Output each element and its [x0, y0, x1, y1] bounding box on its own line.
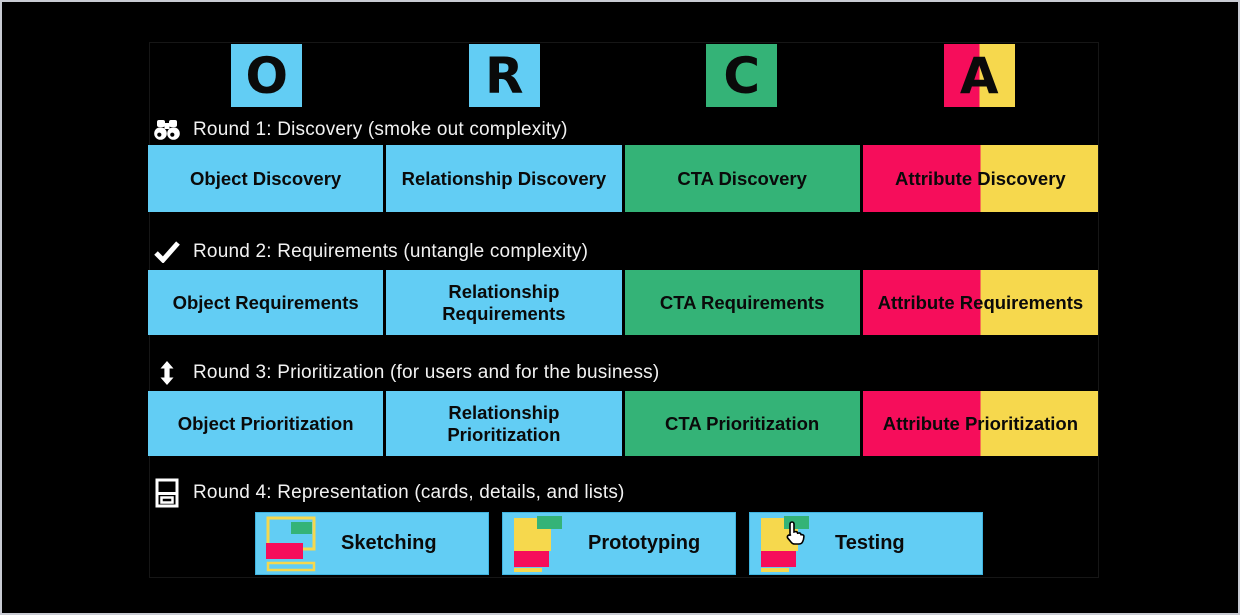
letter-o-box: O: [231, 44, 303, 107]
letter-a: A: [959, 46, 999, 105]
updown-arrow-icon: [152, 361, 182, 385]
activity-label: Testing: [835, 532, 905, 554]
round-1-cells: Object Discovery Relationship Discovery …: [148, 145, 1098, 212]
letter-c: C: [723, 46, 761, 105]
cell-attribute-prioritization: Attribute Prioritization: [862, 391, 1098, 456]
round-3-heading: Round 3: Prioritization (for users and f…: [152, 359, 659, 387]
activity-prototyping: Prototyping: [502, 512, 736, 575]
round-2-title: Round 2: Requirements (untangle complexi…: [193, 241, 589, 262]
cell-object-prioritization: Object Prioritization: [148, 391, 384, 456]
orca-letters-row: O R C A: [148, 44, 1098, 107]
activity-label: Sketching: [341, 532, 437, 554]
cell-attribute-discovery: Attribute Discovery: [862, 145, 1098, 212]
cell-cta-discovery: CTA Discovery: [624, 145, 860, 212]
sketch-wireframe-icon: [266, 516, 316, 572]
cell-relationship-requirements: Relationship Requirements: [386, 270, 622, 335]
check-icon: [152, 241, 182, 263]
cell-relationship-prioritization: Relationship Prioritization: [386, 391, 622, 456]
activity-testing: Testing: [749, 512, 983, 575]
cell-object-requirements: Object Requirements: [148, 270, 384, 335]
round-4-heading: Round 4: Representation (cards, details,…: [152, 478, 625, 508]
round-1-heading: Round 1: Discovery (smoke out complexity…: [152, 116, 568, 144]
hand-pointer-cursor: [786, 521, 805, 545]
cell-attribute-requirements: Attribute Requirements: [862, 270, 1098, 335]
round-3-cells: Object Prioritization Relationship Prior…: [148, 391, 1098, 456]
letter-o: O: [245, 46, 288, 105]
letter-r: R: [484, 46, 524, 105]
cell-relationship-discovery: Relationship Discovery: [386, 145, 622, 212]
cell-object-discovery: Object Discovery: [148, 145, 384, 212]
binoculars-icon: [152, 119, 182, 141]
round-4-title: Round 4: Representation (cards, details,…: [193, 482, 625, 503]
cell-cta-requirements: CTA Requirements: [624, 270, 860, 335]
card-icon: [152, 478, 182, 508]
activity-sketching: Sketching: [255, 512, 489, 575]
testing-cursor-icon: [761, 516, 809, 572]
letter-a-box: A: [943, 44, 1015, 107]
round-2-cells: Object Requirements Relationship Require…: [148, 270, 1098, 335]
prototype-blocks-icon: [514, 516, 562, 572]
letter-r-box: R: [468, 44, 540, 107]
cell-cta-prioritization: CTA Prioritization: [624, 391, 860, 456]
letter-c-box: C: [706, 44, 778, 107]
round-3-title: Round 3: Prioritization (for users and f…: [193, 362, 660, 383]
round-4-activities: Sketching Prototyping Testing: [255, 512, 983, 575]
activity-label: Prototyping: [588, 532, 701, 554]
round-2-heading: Round 2: Requirements (untangle complexi…: [152, 238, 588, 266]
round-1-title: Round 1: Discovery (smoke out complexity…: [193, 119, 568, 140]
